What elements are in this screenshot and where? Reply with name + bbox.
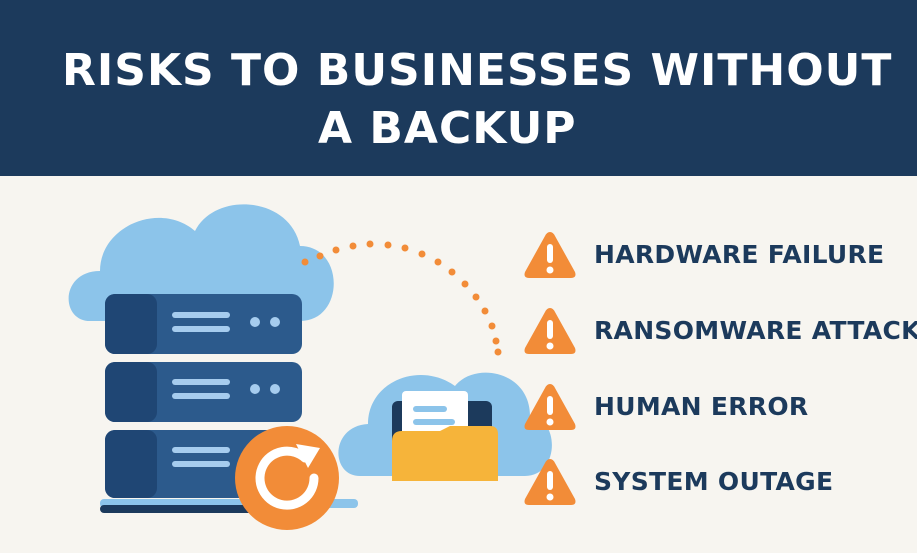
- header-banner: RISKS TO BUSINESSES WITHOUT A BACKUP: [0, 0, 917, 176]
- risk-item-human-error: HUMAN ERROR: [522, 381, 912, 435]
- warning-icon: [524, 384, 576, 430]
- warning-icon: [524, 308, 576, 354]
- risk-item-ransomware-attack: RANSOMWARE ATTACK: [522, 305, 917, 359]
- risk-label: SYSTEM OUTAGE: [594, 467, 834, 496]
- risk-label: HARDWARE FAILURE: [594, 240, 885, 269]
- cloud-folder-icon: [338, 372, 552, 481]
- dotted-arc: [301, 240, 502, 356]
- cloud-icon: [68, 204, 334, 321]
- page-title-line-1: RISKS TO BUSINESSES WITHOUT: [62, 45, 893, 96]
- risk-item-hardware-failure: HARDWARE FAILURE: [522, 229, 912, 283]
- warning-icon: [524, 232, 576, 278]
- folder-icon: [392, 391, 498, 481]
- risk-label: RANSOMWARE ATTACK: [594, 316, 917, 345]
- warning-icon: [524, 459, 576, 505]
- page-title-line-2: A BACKUP: [318, 103, 577, 154]
- server-stack-icon: [100, 294, 358, 513]
- risk-item-system-outage: SYSTEM OUTAGE: [522, 456, 912, 510]
- backup-illustration: [68, 204, 552, 530]
- risk-label: HUMAN ERROR: [594, 392, 809, 421]
- refresh-restore-icon: [235, 426, 339, 530]
